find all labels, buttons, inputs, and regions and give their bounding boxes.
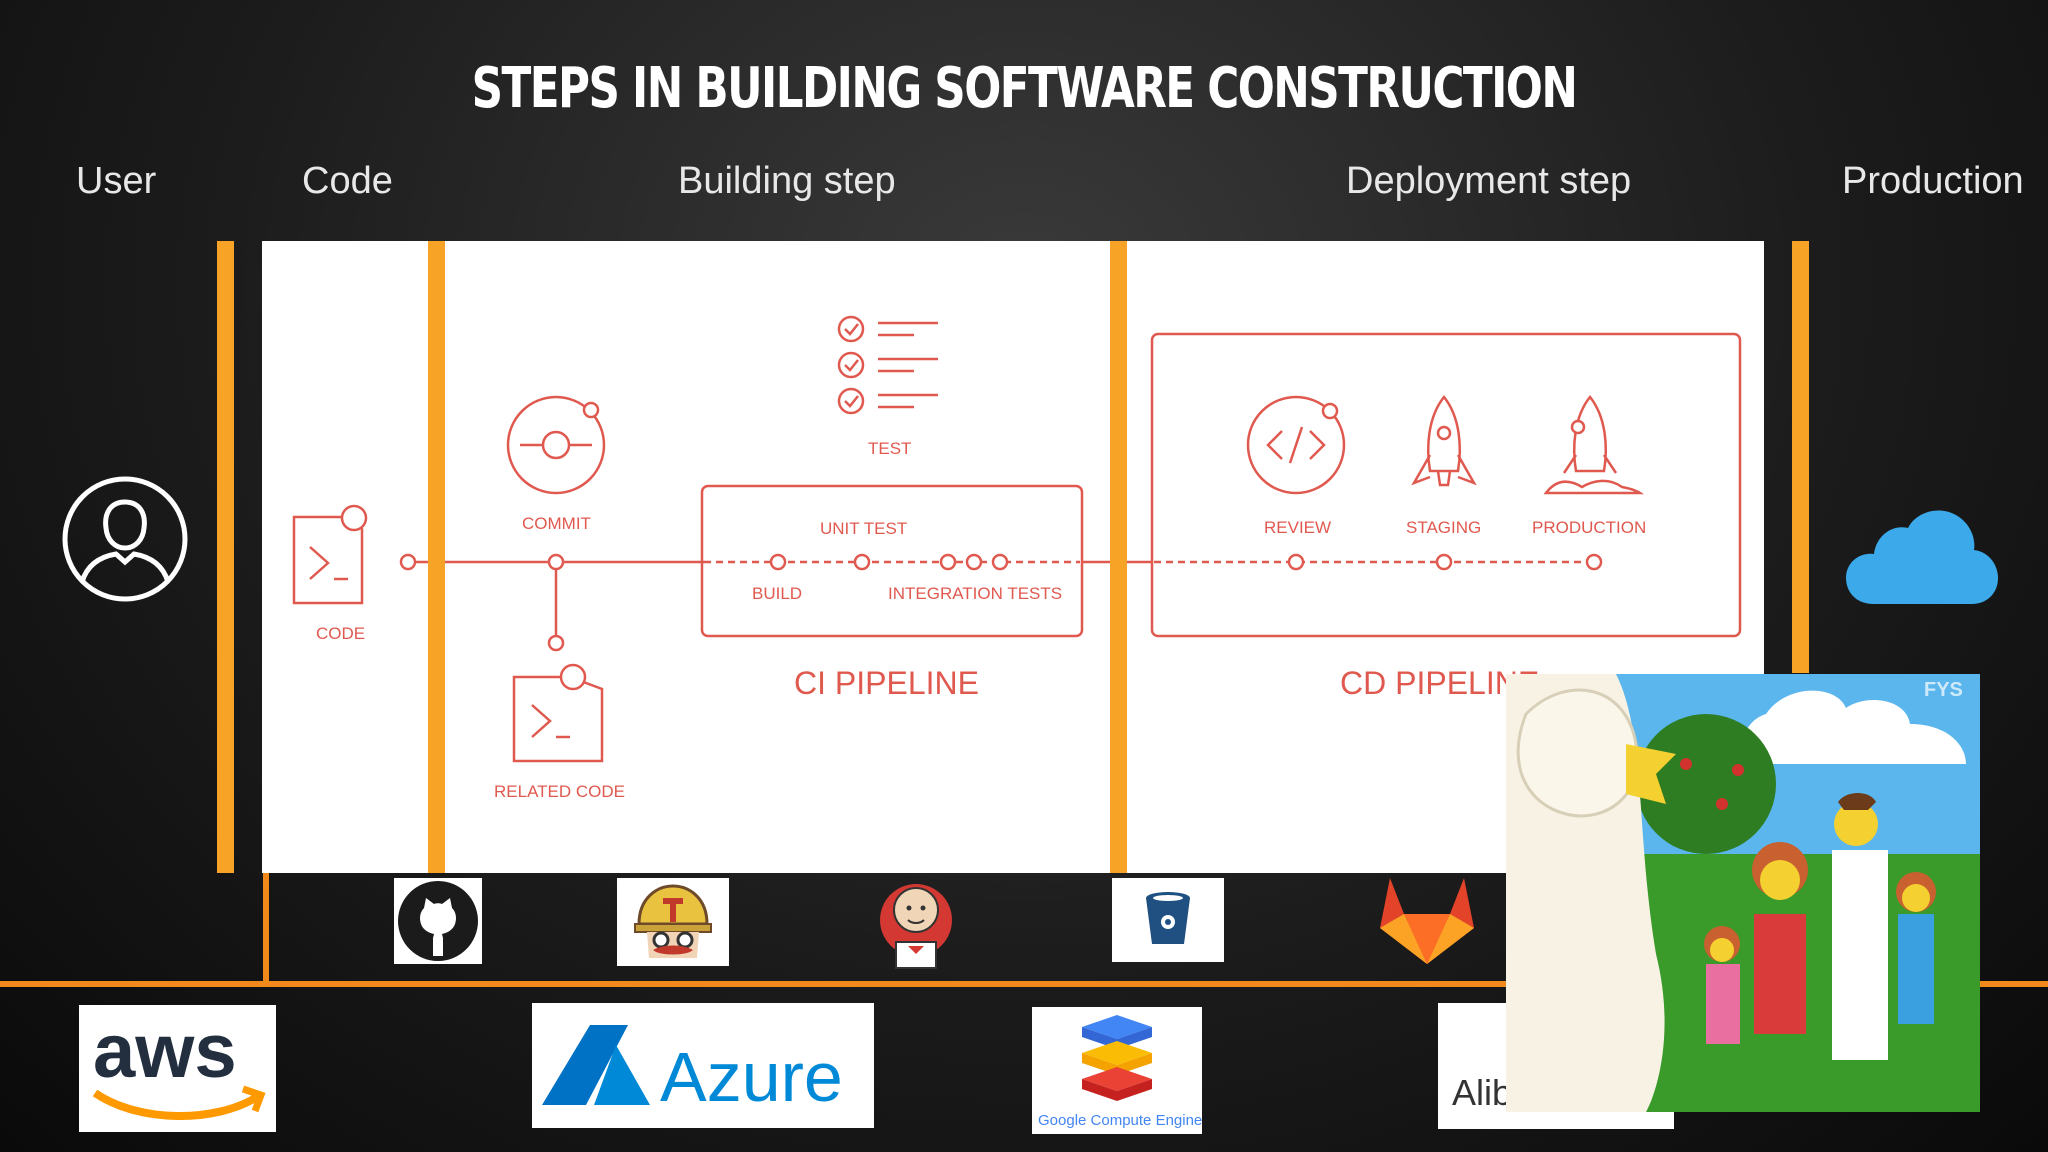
build-label: BUILD (752, 584, 802, 603)
cloud-icon (1846, 510, 1998, 604)
divider-bar-code (428, 241, 445, 873)
test-label: TEST (868, 439, 911, 458)
gce-text: Google Compute Engine (1038, 1112, 1202, 1129)
google-compute-engine-logo: Google Compute Engine (1032, 1007, 1202, 1134)
commit-label: COMMIT (522, 514, 591, 533)
page-title: STEPS IN BUILDING SOFTWARE CONSTRUCTION (471, 56, 1578, 121)
column-label-building: Building step (678, 160, 896, 202)
user-icon (62, 476, 188, 602)
column-label-user: User (76, 160, 157, 202)
gitlab-logo (1376, 872, 1478, 968)
integration-tests-label: INTEGRATION TESTS (888, 584, 1062, 603)
github-logo (394, 878, 482, 964)
related-code-label: RELATED CODE (494, 782, 625, 801)
cd-pipeline-label: CD PIPELINE (1340, 665, 1539, 701)
cloud-divider-line (0, 981, 2048, 987)
divider-bar-user (217, 241, 234, 873)
azure-text: Azure (660, 1038, 843, 1116)
bitbucket-logo (1112, 878, 1224, 962)
unit-test-label: UNIT TEST (820, 519, 907, 538)
staging-label: STAGING (1406, 518, 1481, 537)
travis-ci-logo (617, 878, 729, 966)
connector-line (263, 873, 269, 983)
cartoon-inset-image: FYS (1506, 674, 1980, 1112)
divider-bar-build (1110, 241, 1127, 873)
column-label-production: Production (1842, 160, 2024, 202)
ci-pipeline-label: CI PIPELINE (794, 665, 979, 701)
review-label: REVIEW (1264, 518, 1331, 537)
aws-text: aws (93, 1009, 237, 1094)
divider-bar-deploy (1792, 241, 1809, 673)
production-label: PRODUCTION (1532, 518, 1646, 537)
column-label-deployment: Deployment step (1346, 160, 1632, 202)
azure-logo: Azure (532, 1003, 874, 1128)
code-label: CODE (316, 624, 365, 643)
column-label-code: Code (302, 160, 393, 202)
jenkins-logo (876, 872, 956, 976)
inset-watermark: FYS (1924, 679, 1963, 701)
pipeline-diagram: CODE COMMIT RELATED CODE TEST UNIT TEST … (292, 315, 1742, 801)
aws-logo: aws (79, 1005, 276, 1132)
